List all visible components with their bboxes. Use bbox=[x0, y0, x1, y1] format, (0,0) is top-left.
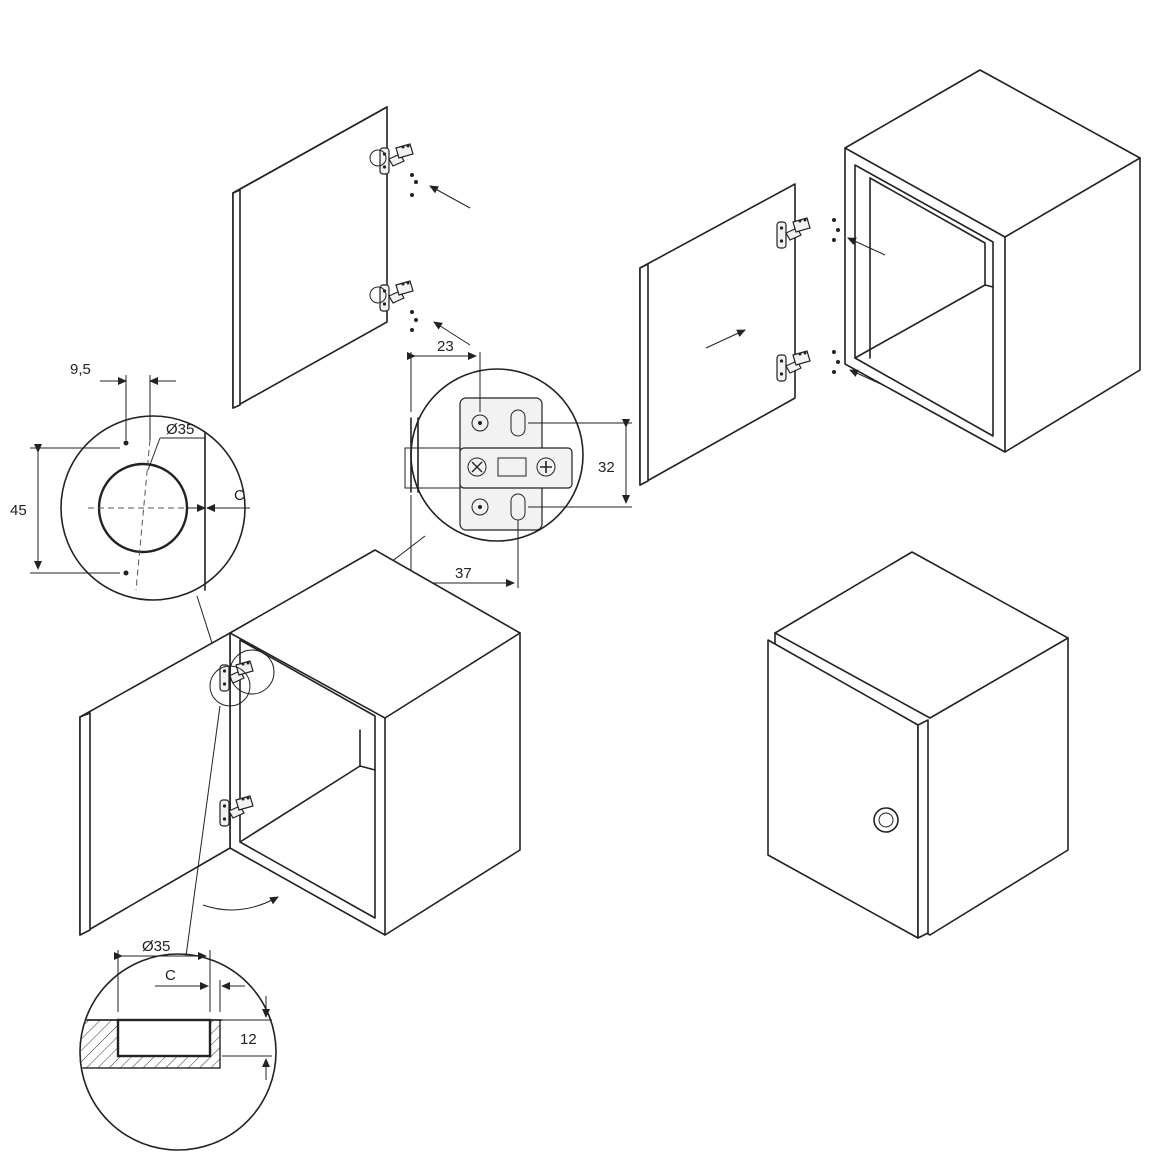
dim-32-label: 32 bbox=[598, 459, 615, 476]
dim-37-label: 37 bbox=[455, 565, 472, 582]
knob-icon bbox=[873, 807, 899, 833]
arrow-icon bbox=[705, 329, 746, 349]
arrow-icon bbox=[429, 185, 471, 209]
dim-23-label: 23 bbox=[437, 338, 454, 355]
arrow-icon bbox=[849, 369, 886, 387]
dim-c-label: C bbox=[234, 487, 245, 504]
hinge-icon bbox=[379, 280, 414, 312]
cabinet-door-open bbox=[79, 549, 521, 957]
hinge-icon bbox=[379, 143, 414, 175]
dim-spacing-label: 45 bbox=[10, 502, 27, 519]
dim-offset-label: 9,5 bbox=[70, 361, 91, 378]
detail-section: Ø35 C 12 bbox=[79, 938, 277, 1151]
cabinet-closed bbox=[767, 551, 1069, 939]
arrow-icon bbox=[202, 896, 279, 911]
detail-mounting-plate: 23 32 37 bbox=[269, 338, 632, 656]
arrow-icon bbox=[847, 237, 886, 256]
arrow-icon bbox=[433, 321, 471, 346]
section-depth-label: 12 bbox=[240, 1031, 257, 1048]
dim-diameter-label: Ø35 bbox=[166, 421, 194, 438]
section-c-label: C bbox=[165, 967, 176, 984]
detail-round-boring: 45 9,5 Ø35 C bbox=[10, 361, 250, 669]
cabinet-open-assembly bbox=[639, 69, 1141, 486]
section-diameter-label: Ø35 bbox=[142, 938, 170, 955]
door-with-hinges bbox=[232, 106, 471, 409]
